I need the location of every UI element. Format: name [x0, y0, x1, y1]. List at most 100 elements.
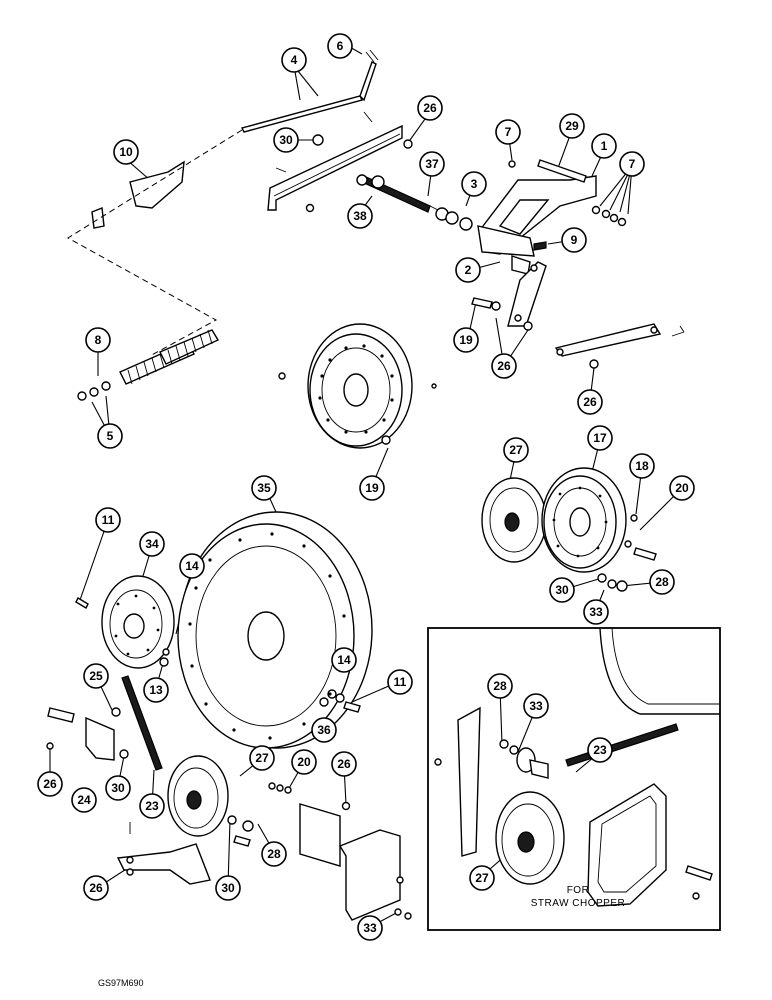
svg-text:5: 5 [107, 429, 114, 443]
svg-text:8: 8 [95, 333, 102, 347]
callout-5: 5 [97, 423, 123, 449]
svg-text:30: 30 [279, 133, 293, 147]
svg-text:26: 26 [89, 881, 103, 895]
svg-text:10: 10 [119, 145, 133, 159]
svg-text:9: 9 [571, 233, 578, 247]
callout-28: 28 [261, 841, 287, 867]
callout-28: 28 [487, 673, 513, 699]
svg-text:26: 26 [583, 395, 597, 409]
callout-6: 6 [327, 33, 353, 59]
svg-text:3: 3 [471, 177, 478, 191]
callout-9: 9 [561, 227, 587, 253]
svg-text:17: 17 [593, 431, 607, 445]
callout-17: 17 [587, 425, 613, 451]
callout-14: 14 [331, 647, 357, 673]
callout-14: 14 [179, 553, 205, 579]
svg-text:30: 30 [111, 781, 125, 795]
parts-linework: FOR STRAW CHOPPER [46, 49, 721, 931]
callout-27: 27 [249, 745, 275, 771]
svg-text:27: 27 [509, 443, 523, 457]
svg-text:26: 26 [43, 777, 57, 791]
callout-23: 23 [139, 793, 165, 819]
svg-text:38: 38 [353, 209, 367, 223]
svg-text:26: 26 [337, 757, 351, 771]
callout-35: 35 [251, 475, 277, 501]
callout-30: 30 [215, 875, 241, 901]
callout-26: 26 [491, 353, 517, 379]
svg-text:4: 4 [291, 53, 298, 67]
callout-2: 2 [455, 257, 481, 283]
callout-7: 7 [619, 151, 645, 177]
callouts: 6 4 10 30 26 7 29 1 7 37 3 38 9 2 19 26 … [37, 33, 695, 941]
callout-34: 34 [139, 531, 165, 557]
inset-caption-line-1: FOR [567, 885, 590, 896]
svg-text:11: 11 [102, 513, 115, 527]
pulley-upper [307, 323, 413, 449]
callout-27: 27 [469, 865, 495, 891]
svg-text:25: 25 [89, 669, 103, 683]
callout-37: 37 [419, 151, 445, 177]
svg-text:26: 26 [423, 101, 437, 115]
pulley-27-right [481, 477, 547, 563]
callout-19: 19 [359, 475, 385, 501]
callout-26: 26 [331, 751, 357, 777]
callout-26: 26 [83, 875, 109, 901]
svg-text:26: 26 [497, 359, 511, 373]
callout-24: 24 [71, 787, 97, 813]
svg-text:36: 36 [317, 723, 331, 737]
callout-19: 19 [453, 327, 479, 353]
callout-33: 33 [583, 599, 609, 625]
callout-7: 7 [495, 119, 521, 145]
callout-33: 33 [523, 693, 549, 719]
spring-37 [356, 174, 447, 215]
svg-text:1: 1 [601, 139, 608, 153]
svg-text:7: 7 [629, 157, 636, 171]
svg-text:6: 6 [337, 39, 344, 53]
callout-11: 11 [387, 669, 413, 695]
callout-33: 33 [357, 915, 383, 941]
svg-text:24: 24 [77, 793, 91, 807]
svg-text:20: 20 [675, 481, 689, 495]
svg-text:23: 23 [593, 743, 607, 757]
callout-18: 18 [629, 453, 655, 479]
svg-text:33: 33 [363, 921, 377, 935]
svg-text:13: 13 [149, 683, 163, 697]
svg-text:28: 28 [267, 847, 281, 861]
callout-20: 20 [291, 749, 317, 775]
callout-30: 30 [273, 127, 299, 153]
callout-1: 1 [591, 133, 617, 159]
svg-text:27: 27 [475, 871, 489, 885]
figure-code: GS97M690 [98, 978, 144, 988]
svg-text:30: 30 [555, 583, 569, 597]
callout-11: 11 [95, 507, 121, 533]
svg-text:23: 23 [145, 799, 159, 813]
pulley-34 [101, 575, 175, 669]
callout-38: 38 [347, 203, 373, 229]
callout-26: 26 [37, 771, 63, 797]
svg-text:14: 14 [185, 559, 199, 573]
callout-30: 30 [549, 577, 575, 603]
callout-10: 10 [113, 139, 139, 165]
svg-text:35: 35 [257, 481, 271, 495]
straw-chopper-inset: FOR STRAW CHOPPER [427, 627, 721, 931]
callout-27: 27 [503, 437, 529, 463]
svg-text:29: 29 [565, 119, 579, 133]
callout-20: 20 [669, 475, 695, 501]
svg-text:28: 28 [655, 575, 669, 589]
callout-36: 36 [311, 717, 337, 743]
svg-text:19: 19 [365, 481, 379, 495]
svg-text:28: 28 [493, 679, 507, 693]
callout-23: 23 [587, 737, 613, 763]
callout-29: 29 [559, 113, 585, 139]
inset-caption-line-2: STRAW CHOPPER [531, 898, 625, 909]
spring-8 [119, 329, 220, 385]
svg-text:7: 7 [505, 125, 512, 139]
svg-text:14: 14 [337, 653, 351, 667]
svg-text:27: 27 [255, 751, 269, 765]
callout-26: 26 [577, 389, 603, 415]
svg-text:33: 33 [529, 699, 543, 713]
callout-26: 26 [417, 95, 443, 121]
callout-28: 28 [649, 569, 675, 595]
svg-text:18: 18 [635, 459, 649, 473]
callout-3: 3 [461, 171, 487, 197]
